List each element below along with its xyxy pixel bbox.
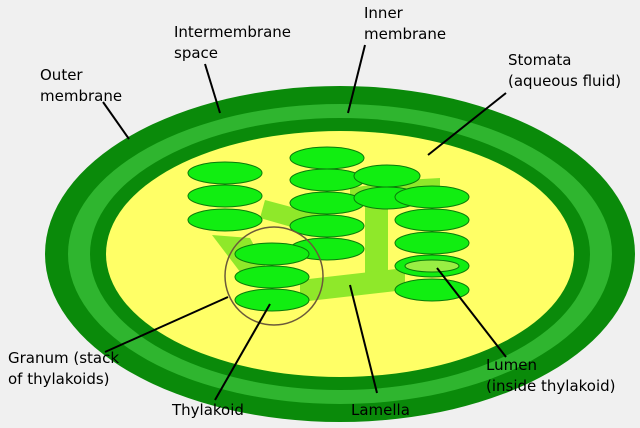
thylakoid [394, 208, 470, 232]
lumen [404, 259, 460, 273]
leader-granum [104, 296, 229, 353]
leader-stomata [427, 92, 507, 156]
leader-lamella [349, 284, 378, 394]
label-stomata: Stomata (aqueous fluid) [508, 51, 621, 90]
thylakoid [289, 146, 365, 170]
thylakoid [289, 214, 365, 238]
label-granum: Granum (stack of thylakoids) [8, 349, 124, 388]
thylakoid [187, 161, 263, 185]
lamella-right-vertical [365, 198, 388, 278]
leader-lines [102, 44, 507, 401]
leader-thylakoid [214, 303, 271, 401]
leader-outer-membrane [102, 101, 130, 140]
thylakoid-stack-1 [187, 161, 263, 232]
highlighted-granum [234, 242, 310, 312]
label-lumen: Lumen (inside thylakoid) [486, 356, 616, 395]
thylakoid [234, 288, 310, 312]
granum-highlight-circle [224, 226, 324, 326]
leader-inner-membrane [347, 44, 366, 114]
thylakoid [394, 231, 470, 255]
thylakoid-stack-2 [289, 146, 365, 261]
thylakoid [234, 265, 310, 289]
thylakoid [234, 242, 310, 266]
label-lamella: Lamella [351, 401, 410, 419]
thylakoid [289, 191, 365, 215]
label-thylakoid: Thylakoid [171, 401, 244, 419]
label-intermembrane-space: Intermembrane space [174, 23, 296, 62]
thylakoid [394, 185, 470, 209]
label-inner-membrane: Inner membrane [364, 4, 446, 43]
label-outer-membrane: Outer membrane [40, 66, 122, 105]
thylakoid-stack-4 [394, 185, 470, 302]
thylakoid [187, 208, 263, 232]
leader-lumen [436, 267, 507, 358]
thylakoid [289, 168, 365, 192]
thylakoid [187, 184, 263, 208]
lamella-bottom [300, 268, 405, 302]
leader-intermembrane-space [204, 63, 221, 114]
thylakoid [394, 278, 470, 302]
thylakoid [353, 164, 421, 188]
